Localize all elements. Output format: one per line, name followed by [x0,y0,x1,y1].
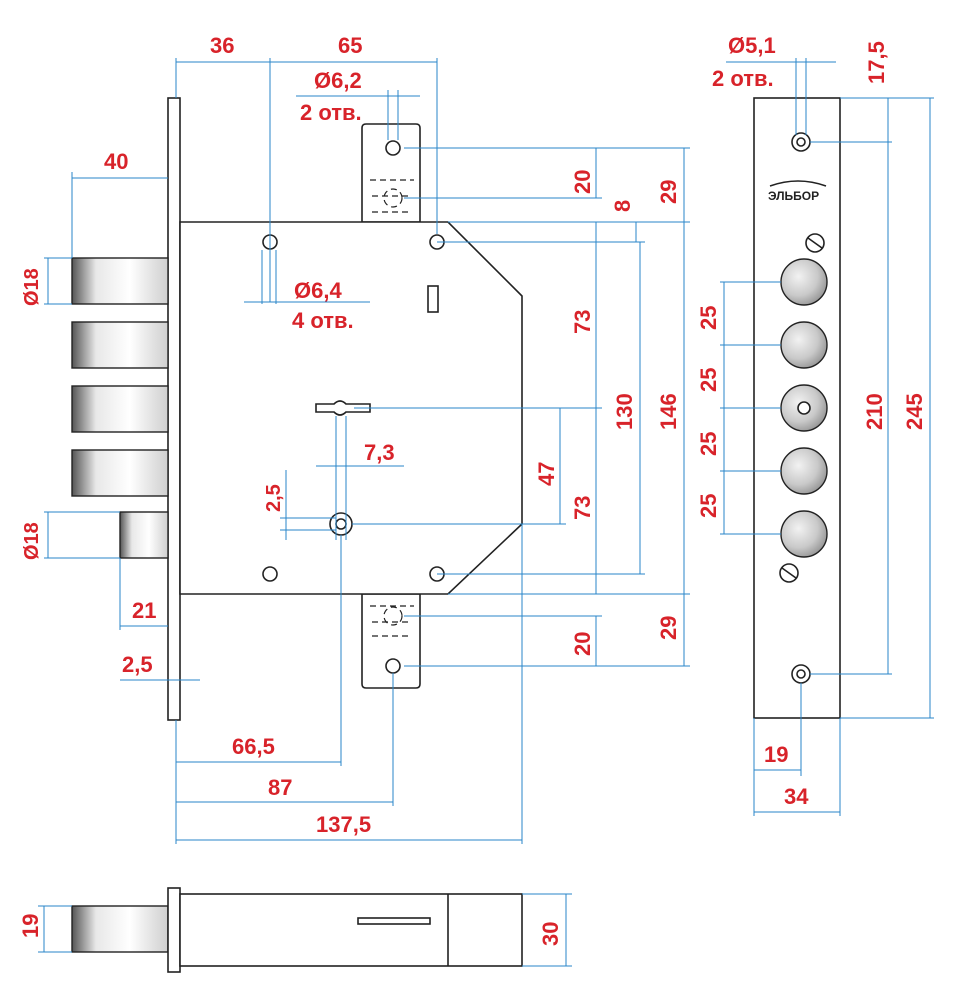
dim-19-bolt-label: 19 [18,914,43,938]
dim-29-bottom-label: 29 [656,616,681,640]
dim-65-label: 65 [338,33,362,58]
latch-bolt [119,511,169,559]
bolt-2 [71,321,169,369]
dim-210-label: 210 [862,393,887,430]
dim-146-label: 146 [656,393,681,430]
dim-21-label: 21 [132,598,156,623]
lock-front-view: 36 65 Ø6,2 2 отв. 40 Ø18 Ø6,4 4 отв. 20 … [21,33,690,844]
bolt-pitch-3-label: 25 [696,432,721,456]
bottom-mounting-tab [361,593,421,689]
brand-logo: ЭЛЬБОР [768,189,819,203]
bottom-tab-hole [385,658,401,674]
top-view-bolt [71,905,169,953]
bolt-face-1 [780,258,828,306]
dim-137-5-label: 137,5 [316,812,371,837]
dim-17-5-label: 17,5 [864,41,889,84]
brand-logo-arc [769,180,827,187]
body-slot [427,285,439,313]
holes-4-label: 4 отв. [292,308,354,333]
bolt-face-4 [780,447,828,495]
bolt-dia-top-label: Ø18 [21,268,43,306]
bottom-tab-hidden-lines [370,605,414,637]
dim-40-label: 40 [104,149,128,174]
dim-130-label: 130 [612,393,637,430]
bolt-3 [71,385,169,433]
top-tab-hidden-lines [370,179,414,213]
dim-73-lower-label: 73 [570,496,595,520]
top-tab-hidden-hole [383,188,403,208]
bolt-face-5 [780,510,828,558]
faceplate-view: ЭЛЬБОР [696,33,934,816]
holes-2-label: 2 отв. [300,100,362,125]
dim-36-label: 36 [210,33,234,58]
spindle-center [335,518,347,530]
key-hole [315,400,371,416]
hole-5-1-label: Ø5,1 [728,33,776,58]
dim-87-label: 87 [268,775,292,800]
top-view-slot [357,917,431,925]
dim-20-top-label: 20 [570,170,595,194]
body-hole-bottom-left [262,566,278,582]
dim-8-label: 8 [610,200,635,212]
dim-30-label: 30 [538,922,563,946]
faceplate-dimension-lines [720,58,934,816]
faceplate [167,97,181,721]
hole-6-2-label: Ø6,2 [314,68,362,93]
top-view-faceplate [167,887,181,973]
dim-34-label: 34 [784,784,809,809]
front-dimension-lines [44,58,690,844]
dim-19-faceplate-label: 19 [764,742,788,767]
bolt-pitch-2-label: 25 [696,368,721,392]
bolt-1 [71,257,169,305]
dim-20-bottom-label: 20 [570,632,595,656]
dim-2-5-spindle-label: 2,5 [263,484,285,512]
top-tab-hole [385,140,401,156]
dim-73-upper-label: 73 [570,310,595,334]
bolt-face-2 [780,321,828,369]
dim-7-3-label: 7,3 [364,440,395,465]
bolt-dia-bottom-label: Ø18 [21,522,43,560]
hole-6-4-label: Ø6,4 [294,278,342,303]
holes-2-faceplate-label: 2 отв. [712,66,774,91]
top-view-body [179,893,523,967]
bottom-tab-hidden-hole [383,606,403,626]
bolt-pitch-1-label: 25 [696,306,721,330]
dim-66-5-label: 66,5 [232,734,275,759]
dim-2-5-faceplate-label: 2,5 [122,652,153,677]
dim-47-label: 47 [534,462,559,486]
dim-245-label: 245 [902,393,927,430]
bolt-pitch-4-label: 25 [696,494,721,518]
bolt-4 [71,449,169,497]
dim-29-top-label: 29 [656,180,681,204]
top-view-dimension-lines [38,893,572,967]
lock-top-view: 19 30 [18,887,572,973]
